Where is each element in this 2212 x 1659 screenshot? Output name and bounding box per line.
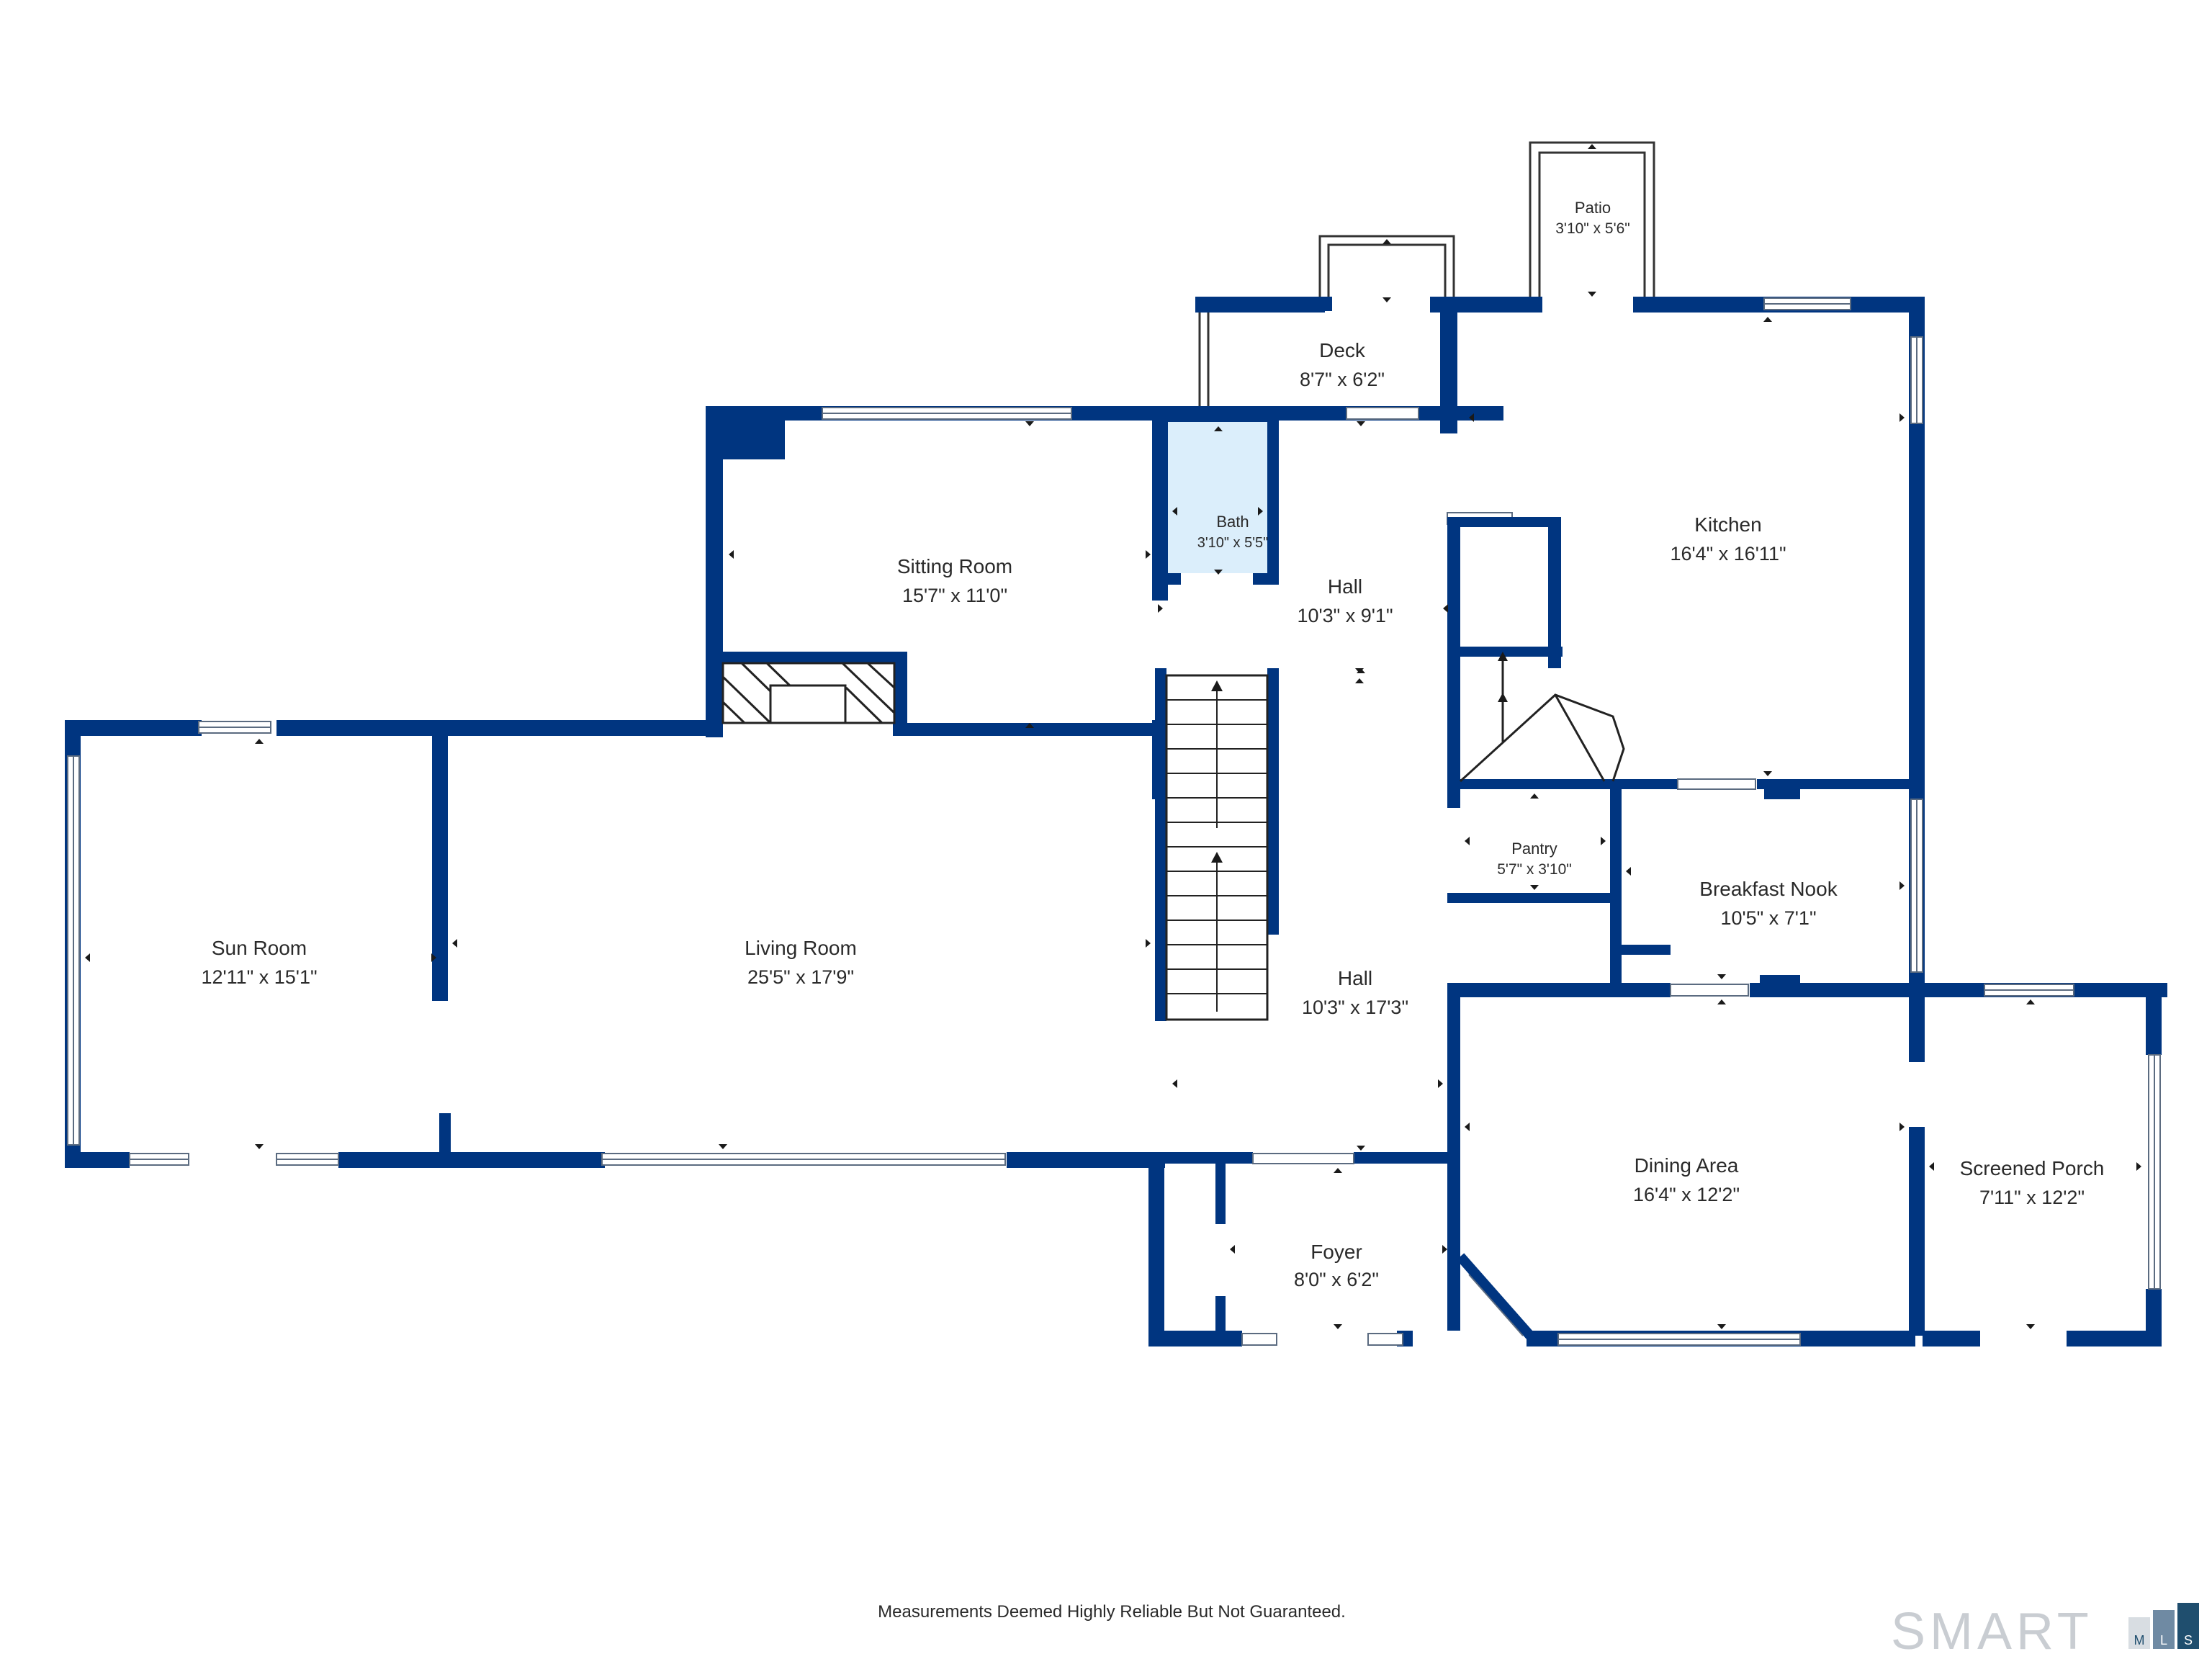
room-dim-sitting: 15'7" x 11'0" bbox=[902, 585, 1007, 606]
room-name-sitting: Sitting Room bbox=[897, 555, 1012, 577]
room-name-patio: Patio bbox=[1575, 199, 1611, 217]
room-name-screened-porch: Screened Porch bbox=[1960, 1157, 2105, 1179]
patio-outline bbox=[1529, 141, 1655, 305]
room-dim-pantry: 5'7" x 3'10" bbox=[1497, 861, 1572, 878]
corner-cabinet bbox=[1459, 657, 1625, 783]
closet bbox=[1447, 517, 1548, 527]
room-dim-hall-upper: 10'3" x 9'1" bbox=[1297, 605, 1393, 626]
room-dim-kitchen: 16'4" x 16'11" bbox=[1670, 543, 1786, 565]
windows bbox=[67, 297, 2161, 1346]
room-name-hall-upper: Hall bbox=[1328, 575, 1362, 598]
logo-letter-l: L bbox=[2160, 1633, 2167, 1647]
room-name-living-room: Living Room bbox=[745, 937, 857, 959]
room-labels: Patio 3'10" x 5'6" Deck 8'7" x 6'2" Kitc… bbox=[201, 199, 2104, 1290]
logo-letter-s: S bbox=[2184, 1633, 2193, 1647]
room-name-sun-room: Sun Room bbox=[212, 937, 307, 959]
logo-letter-m: M bbox=[2134, 1633, 2145, 1647]
room-name-deck: Deck bbox=[1319, 339, 1366, 361]
smart-mls-logo: SMART M L S bbox=[1891, 1603, 2199, 1659]
room-dim-patio: 3'10" x 5'6" bbox=[1555, 220, 1630, 237]
logo-box-l bbox=[2153, 1610, 2175, 1649]
room-dim-breakfast-nook: 10'5" x 7'1" bbox=[1720, 907, 1816, 929]
room-name-dining-area: Dining Area bbox=[1635, 1154, 1739, 1177]
room-dim-deck: 8'7" x 6'2" bbox=[1300, 369, 1385, 390]
staircase bbox=[1165, 674, 1269, 1021]
logo-box-s bbox=[2177, 1603, 2199, 1649]
room-name-breakfast-nook: Breakfast Nook bbox=[1699, 878, 1838, 900]
room-dim-living-room: 25'5" x 17'9" bbox=[747, 966, 854, 988]
room-name-kitchen: Kitchen bbox=[1694, 513, 1761, 536]
room-dim-sun-room: 12'11" x 15'1" bbox=[201, 966, 317, 988]
room-name-foyer: Foyer bbox=[1310, 1241, 1362, 1263]
room-dim-bath: 3'10" x 5'5" bbox=[1197, 535, 1269, 551]
dining-angled-wall bbox=[1456, 1253, 1534, 1339]
room-name-hall-lower: Hall bbox=[1338, 967, 1372, 989]
walls bbox=[65, 297, 2167, 1346]
room-dim-dining-area: 16'4" x 12'2" bbox=[1633, 1184, 1740, 1205]
room-name-bath: Bath bbox=[1216, 513, 1249, 531]
room-dim-foyer: 8'0" x 6'2" bbox=[1294, 1269, 1379, 1290]
dimension-markers bbox=[85, 144, 2141, 1329]
logo-box-m bbox=[2128, 1617, 2150, 1649]
room-name-pantry: Pantry bbox=[1511, 840, 1557, 858]
logo-word: SMART bbox=[1891, 1603, 2093, 1659]
room-dim-screened-porch: 7'11" x 12'2" bbox=[1979, 1187, 2085, 1208]
room-dim-hall-lower: 10'3" x 17'3" bbox=[1302, 997, 1408, 1018]
bath-floor bbox=[1168, 422, 1267, 573]
disclaimer-text: Measurements Deemed Highly Reliable But … bbox=[878, 1602, 1346, 1622]
fireplace bbox=[721, 662, 896, 724]
deck-outline bbox=[1198, 235, 1455, 409]
